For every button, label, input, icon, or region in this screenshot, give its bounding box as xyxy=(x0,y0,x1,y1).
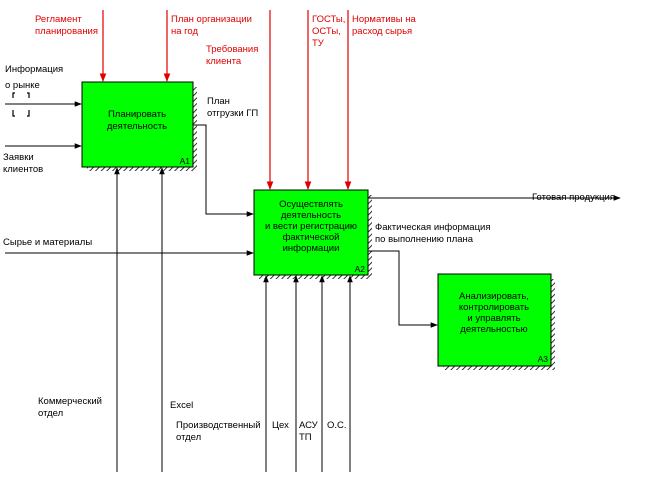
box-a1-body xyxy=(81,81,194,168)
output-label-shipment-plan: План xyxy=(207,96,230,107)
box-a2-label-line: Осуществлять xyxy=(279,199,343,210)
arrow-shipment-plan[interactable] xyxy=(193,124,254,217)
output-label-shipment-plan: отгрузки ГП xyxy=(207,108,258,119)
control-label-reglament: планирования xyxy=(35,26,98,37)
control-label-reglament: Регламент xyxy=(35,14,82,25)
box-a2-label-line: деятельность xyxy=(281,210,341,221)
control-label-norms: расход сырья xyxy=(352,26,412,37)
input-arrows xyxy=(5,101,254,256)
box-a3-body xyxy=(437,273,552,367)
input-label-raw-materials: Сырье и материалы xyxy=(3,237,92,248)
mechanism-label-os: О.С. xyxy=(327,420,347,431)
box-a2-label-line: фактической xyxy=(283,232,340,243)
activity-box-a2[interactable]: Осуществлять деятельность и вести регист… xyxy=(253,189,372,279)
activity-box-a3[interactable]: Анализировать, контролировать и управлят… xyxy=(437,273,555,370)
box-a2-label-line: информации xyxy=(283,243,340,254)
mechanism-label-excel: Excel xyxy=(170,400,193,411)
control-label-gost: ТУ xyxy=(312,38,325,49)
box-a1-number: A1 xyxy=(180,156,191,166)
output-label-finished-goods: Готовая продукция xyxy=(532,192,615,203)
control-label-norms: Нормативы на xyxy=(352,14,416,25)
mechanism-label-commercial: отдел xyxy=(38,408,63,419)
mechanism-label-asu-tp: АСУ xyxy=(299,420,319,431)
arrow-actual-info[interactable] xyxy=(368,250,438,328)
control-label-gost: ГОСТы, xyxy=(312,14,345,25)
output-arrows xyxy=(193,124,621,328)
output-label-actual-info: Фактическая информация xyxy=(375,222,490,233)
control-label-client-requirements: Требования xyxy=(206,44,258,55)
box-a2-body xyxy=(253,189,369,276)
mechanism-label-asu-tp: ТП xyxy=(299,432,312,443)
input-label-market-info: о рынке xyxy=(5,80,40,91)
input-label-client-orders: клиентов xyxy=(3,164,43,175)
box-a2-label-line: и вести регистрацию xyxy=(265,221,357,232)
mechanism-label-production: отдел xyxy=(176,432,201,443)
output-label-actual-info: по выполнению плана xyxy=(375,234,474,245)
box-a3-label-line: контролировать xyxy=(459,302,529,313)
box-a1-label-line: Планировать xyxy=(108,109,166,120)
box-a3-number: A3 xyxy=(538,354,549,364)
tunnel-bracket-icon xyxy=(12,92,30,117)
control-label-plan-organization: на год xyxy=(171,26,199,37)
input-label-market-info: Информация xyxy=(5,64,63,75)
box-a3-label-line: Анализировать, xyxy=(459,291,529,302)
mechanism-arrows xyxy=(114,167,353,472)
activity-box-a1[interactable]: Планировать деятельность A1 xyxy=(81,81,197,171)
box-a2-number: A2 xyxy=(355,264,366,274)
input-label-client-orders: Заявки xyxy=(3,152,34,163)
mechanism-label-workshop: Цех xyxy=(272,420,289,431)
control-label-client-requirements: клиента xyxy=(206,56,242,67)
box-a3-label-line: деятельностью xyxy=(460,324,527,335)
control-label-plan-organization: План организации xyxy=(171,14,252,25)
control-label-gost: ОСТы, xyxy=(312,26,341,37)
mechanism-label-production: Производственный xyxy=(176,420,261,431)
mechanism-label-commercial: Коммерческий xyxy=(38,396,102,407)
control-arrows xyxy=(99,10,352,190)
box-a1-label-line: деятельность xyxy=(107,121,167,132)
box-a3-label-line: и управлять xyxy=(467,313,520,324)
